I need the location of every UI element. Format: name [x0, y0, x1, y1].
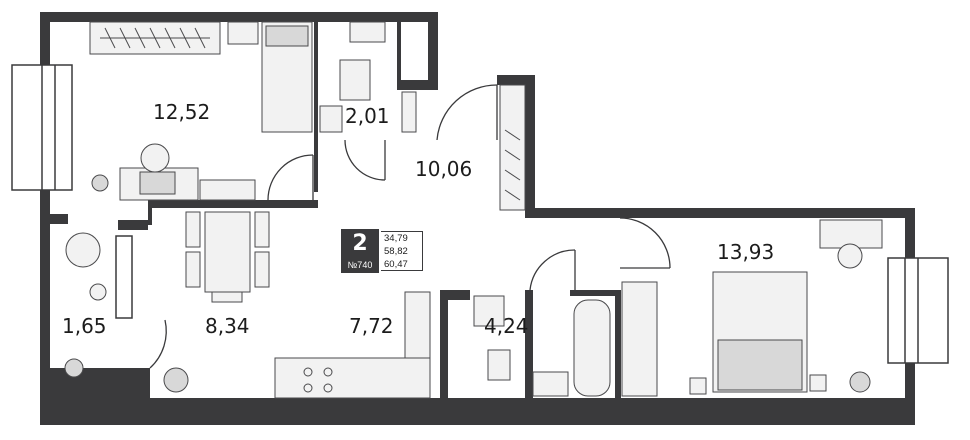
rooms-count: 2	[352, 231, 368, 256]
area-total: 58,82	[384, 246, 408, 257]
room-area-kitchen: 8,34	[205, 314, 250, 338]
area-living: 34,79	[384, 233, 408, 244]
room-area-bathroom: 4,24	[484, 314, 529, 338]
room-area-bedroom-1: 12,52	[153, 100, 211, 124]
furniture	[64, 21, 883, 399]
room-area-balcony: 1,65	[62, 314, 107, 338]
windows	[11, 64, 949, 364]
apartment-areas: 34,79 58,82 60,47	[381, 231, 423, 271]
area-with-balcony: 60,47	[384, 259, 408, 270]
room-area-bedroom-2: 13,93	[717, 240, 775, 264]
apartment-number: №740	[347, 260, 373, 270]
room-area-hall: 10,06	[415, 157, 473, 181]
room-area-living: 7,72	[349, 314, 394, 338]
doors	[149, 84, 671, 369]
room-area-wc: 2,01	[345, 104, 390, 128]
apartment-badge: 2 №740	[341, 229, 379, 273]
